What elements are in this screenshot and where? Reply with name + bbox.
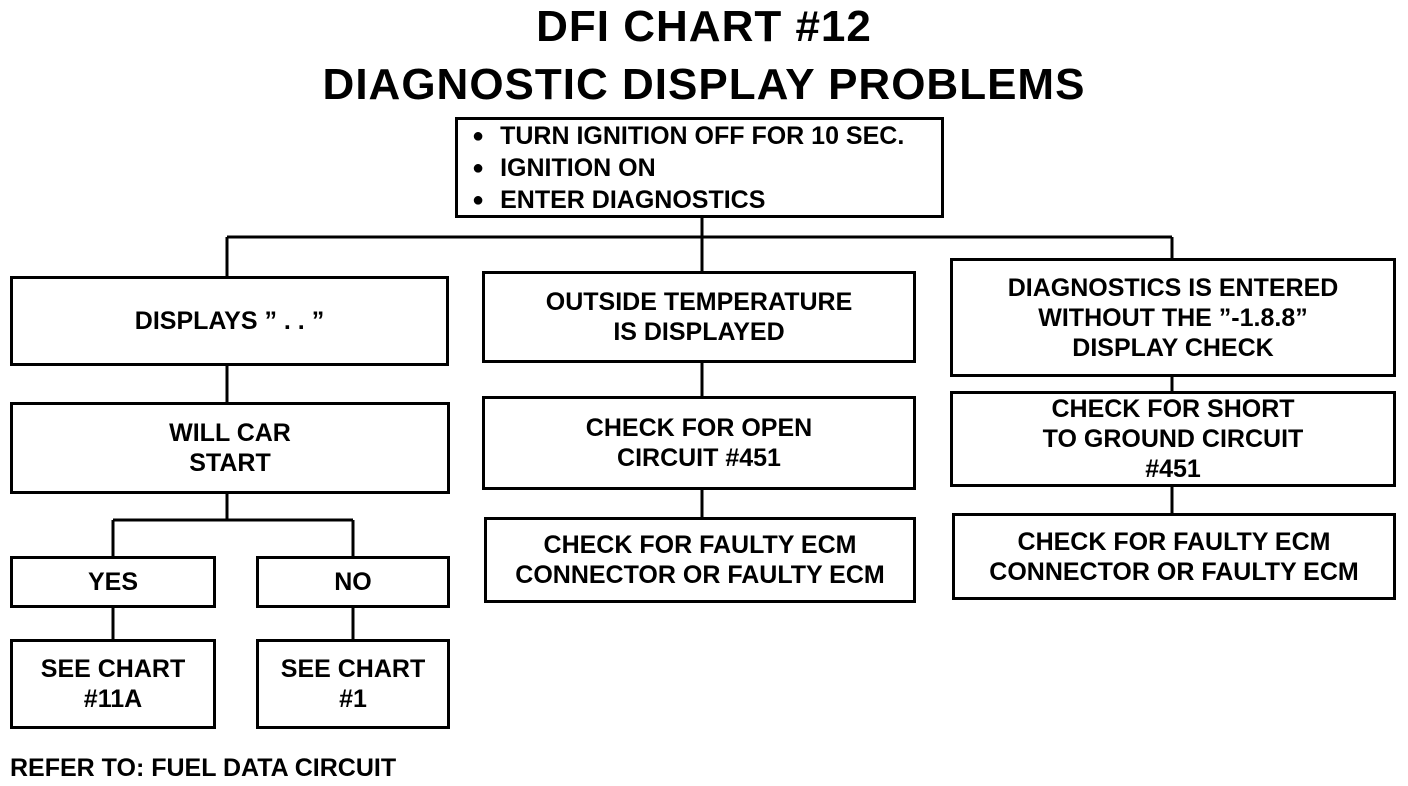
step-item: ●TURN IGNITION OFF FOR 10 SEC. [472,121,905,150]
start-steps-box: ●TURN IGNITION OFF FOR 10 SEC. ●IGNITION… [455,117,944,218]
step-item: ●IGNITION ON [472,153,656,182]
see-chart-11a-box: SEE CHART #11A [10,639,216,729]
bullet-icon: ● [472,124,485,147]
step-item: ●ENTER DIAGNOSTICS [472,185,766,214]
no-box: NO [256,556,450,608]
check-faulty-ecm-box-right: CHECK FOR FAULTY ECM CONNECTOR OR FAULTY… [952,513,1396,600]
chart-subtitle: DIAGNOSTIC DISPLAY PROBLEMS [322,60,1086,109]
diagnostics-entered-box: DIAGNOSTICS IS ENTERED WITHOUT THE ”-1.8… [950,258,1396,377]
check-faulty-ecm-box-middle: CHECK FOR FAULTY ECM CONNECTOR OR FAULTY… [484,517,916,603]
reference-note: REFER TO: FUEL DATA CIRCUIT [10,754,397,782]
see-chart-1-box: SEE CHART #1 [256,639,450,729]
outside-temp-box: OUTSIDE TEMPERATURE IS DISPLAYED [482,271,916,363]
check-open-circuit-box: CHECK FOR OPEN CIRCUIT #451 [482,396,916,490]
yes-box: YES [10,556,216,608]
displays-dots-box: DISPLAYS ” . . ” [10,276,449,366]
bullet-icon: ● [472,188,485,211]
chart-title: DFI CHART #12 [536,2,872,51]
bullet-icon: ● [472,156,485,179]
check-short-ground-box: CHECK FOR SHORT TO GROUND CIRCUIT #451 [950,391,1396,487]
will-car-start-box: WILL CAR START [10,402,450,494]
